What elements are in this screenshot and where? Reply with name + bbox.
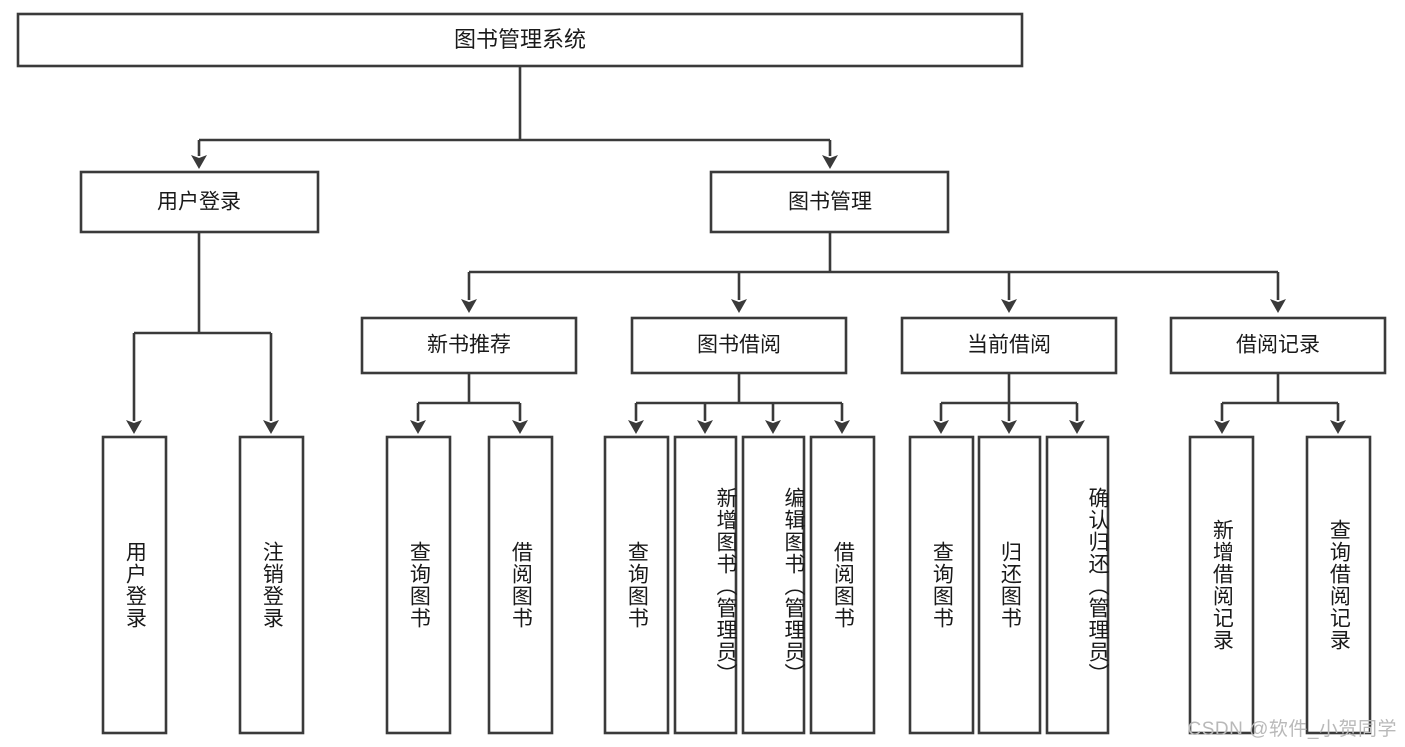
connector-group [126,66,1346,434]
csdn-watermark: CSDN @软件_小贺同学 [1187,719,1397,740]
node-new-book-recommend[interactable]: 新书推荐 [360,316,578,375]
leaf-box-borrow-book-1[interactable] [487,435,554,735]
leaf-box-query-book-2[interactable] [603,435,670,735]
node-book-manage[interactable]: 图书管理 [709,170,950,234]
node-user-login[interactable]: 用户登录 [79,170,320,234]
node-borrow-record-label: 借阅记录 [1236,334,1320,357]
leaf-box-query-book-3[interactable] [908,435,975,735]
node-book-manage-label: 图书管理 [788,191,872,214]
node-book-borrow-label: 图书借阅 [697,334,781,357]
node-root-label: 图书管理系统 [454,27,586,52]
node-current-borrow-label: 当前借阅 [967,334,1051,357]
node-borrow-record[interactable]: 借阅记录 [1169,316,1387,375]
leaf-box-edit-book[interactable] [741,435,806,735]
node-user-login-label: 用户登录 [157,191,241,214]
leaf-box-add-book[interactable] [673,435,738,735]
leaf-box-confirm-return[interactable] [1045,435,1110,735]
leaf-box-group [101,435,1372,735]
leaf-box-borrow-book-2[interactable] [809,435,876,735]
node-current-borrow[interactable]: 当前借阅 [900,316,1118,375]
leaf-box-query-book-1[interactable] [385,435,452,735]
leaf-box-user-logout[interactable] [238,435,305,735]
node-root[interactable]: 图书管理系统 [16,12,1024,68]
leaf-box-add-record[interactable] [1188,435,1255,735]
node-book-borrow[interactable]: 图书借阅 [630,316,848,375]
leaf-box-return-book[interactable] [977,435,1042,735]
leaf-box-query-record[interactable] [1305,435,1372,735]
leaf-box-user-login[interactable] [101,435,168,735]
node-new-book-recommend-label: 新书推荐 [427,334,511,357]
